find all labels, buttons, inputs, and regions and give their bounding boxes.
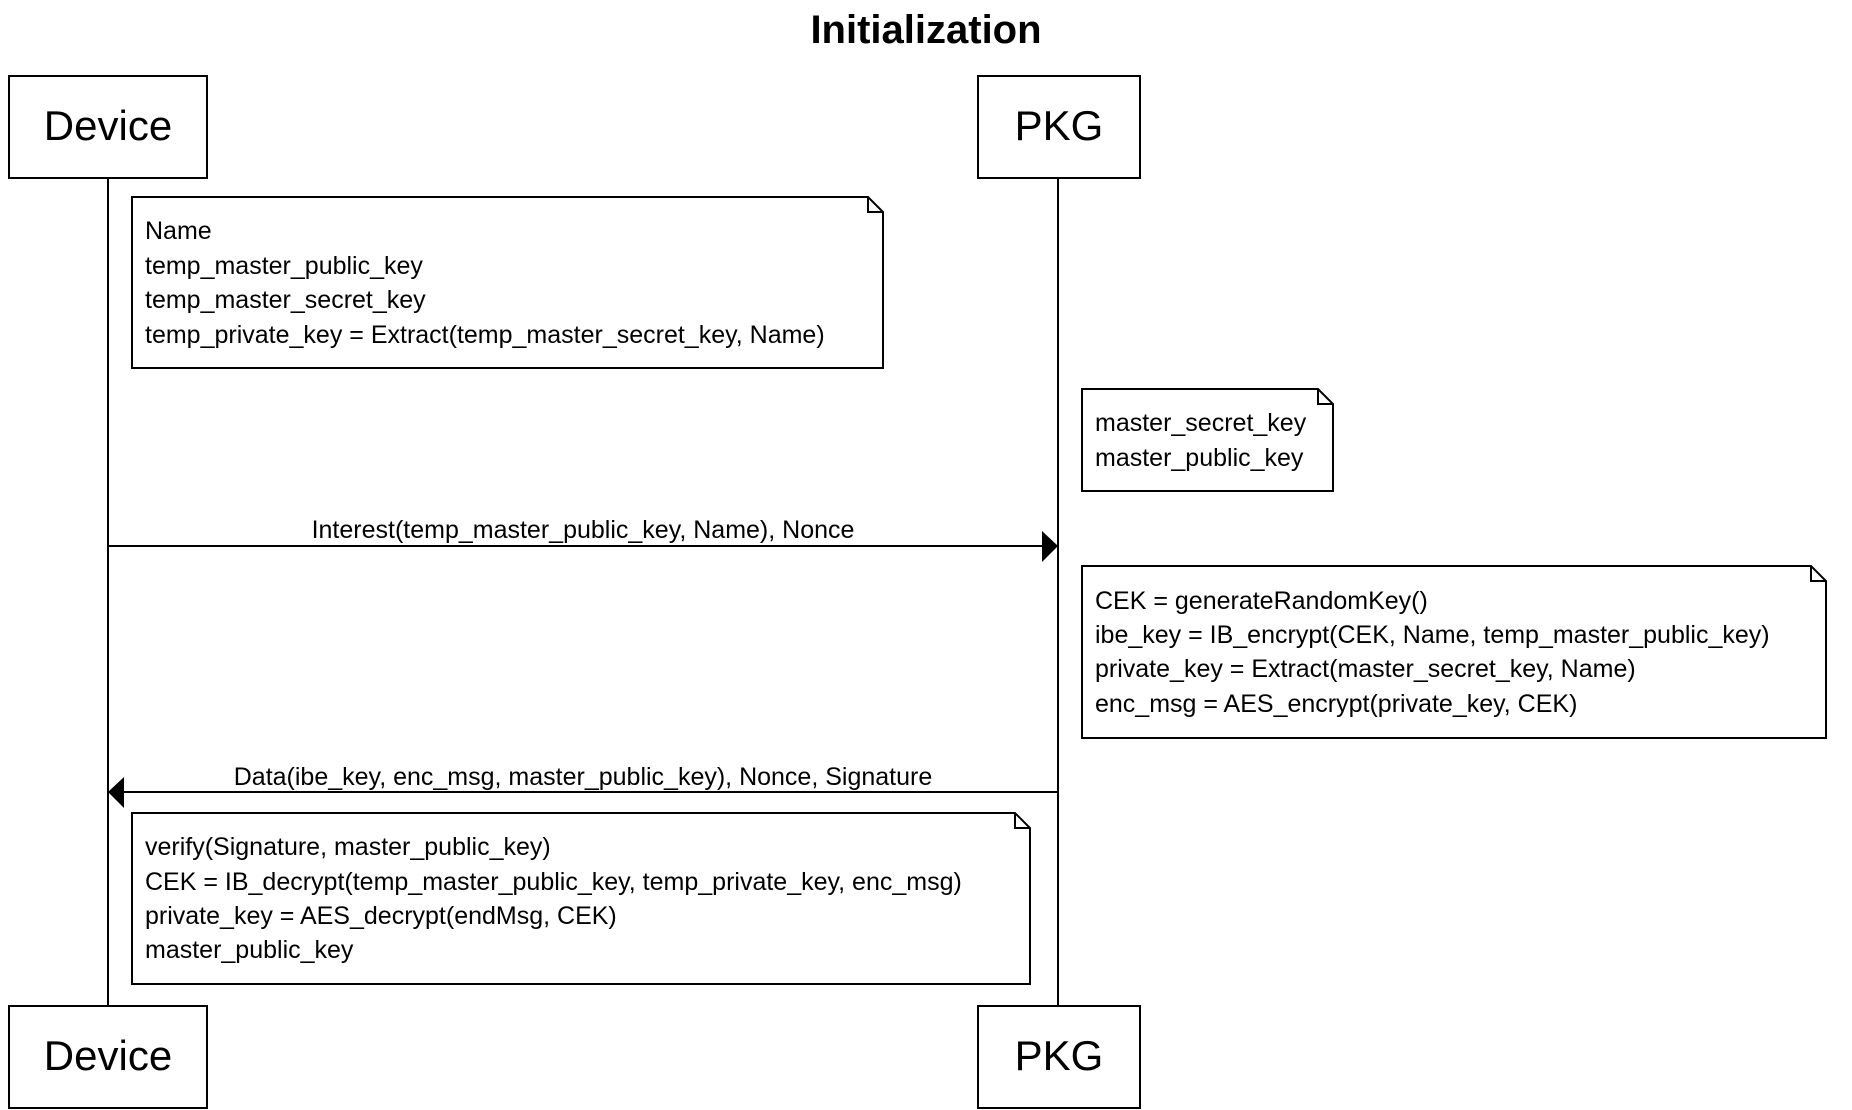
message-interest-label: Interest(temp_master_public_key, Name), … — [312, 516, 855, 544]
message-data: Data(ibe_key, enc_msg, master_public_key… — [108, 763, 1058, 808]
note-pkg-keys-line-2: master_public_key — [1095, 444, 1304, 472]
note-pkg-process-line-1: CEK = generateRandomKey() — [1095, 587, 1428, 615]
note-pkg-process-line-4: enc_msg = AES_encrypt(private_key, CEK) — [1095, 690, 1577, 718]
note-pkg-keys-line-1: master_secret_key — [1095, 409, 1307, 437]
message-data-label: Data(ibe_key, enc_msg, master_public_key… — [234, 763, 933, 791]
note-device-verify-line-1: verify(Signature, master_public_key) — [145, 833, 551, 861]
note-pkg-process: CEK = generateRandomKey() ibe_key = IB_e… — [1081, 565, 1827, 739]
participant-device-top: Device — [8, 75, 208, 179]
note-device-verify-line-2: CEK = IB_decrypt(temp_master_public_key,… — [145, 868, 962, 896]
note-device-init-line-4: temp_private_key = Extract(temp_master_s… — [145, 321, 825, 349]
participant-device-top-label: Device — [44, 102, 172, 149]
note-pkg-keys: master_secret_key master_public_key — [1081, 388, 1334, 492]
message-interest: Interest(temp_master_public_key, Name), … — [108, 516, 1058, 562]
participant-pkg-bottom: PKG — [977, 1005, 1141, 1109]
participant-pkg-top-label: PKG — [1015, 102, 1104, 149]
note-device-verify-line-4: master_public_key — [145, 936, 354, 964]
participant-device-bottom-label: Device — [44, 1032, 172, 1079]
note-device-init-line-1: Name — [145, 217, 212, 245]
participant-device-bottom: Device — [8, 1005, 208, 1109]
note-device-verify-line-3: private_key = AES_decrypt(endMsg, CEK) — [145, 902, 617, 930]
participant-pkg-top: PKG — [977, 75, 1141, 179]
note-device-init: Name temp_master_public_key temp_master_… — [131, 196, 884, 369]
note-pkg-process-line-2: ibe_key = IB_encrypt(CEK, Name, temp_mas… — [1095, 621, 1770, 649]
note-device-init-line-2: temp_master_public_key — [145, 252, 423, 280]
note-pkg-process-line-3: private_key = Extract(master_secret_key,… — [1095, 655, 1636, 683]
diagram-title: Initialization — [810, 8, 1041, 52]
participant-pkg-bottom-label: PKG — [1015, 1032, 1104, 1079]
note-device-verify: verify(Signature, master_public_key) CEK… — [131, 812, 1031, 985]
note-device-init-line-3: temp_master_secret_key — [145, 286, 426, 314]
